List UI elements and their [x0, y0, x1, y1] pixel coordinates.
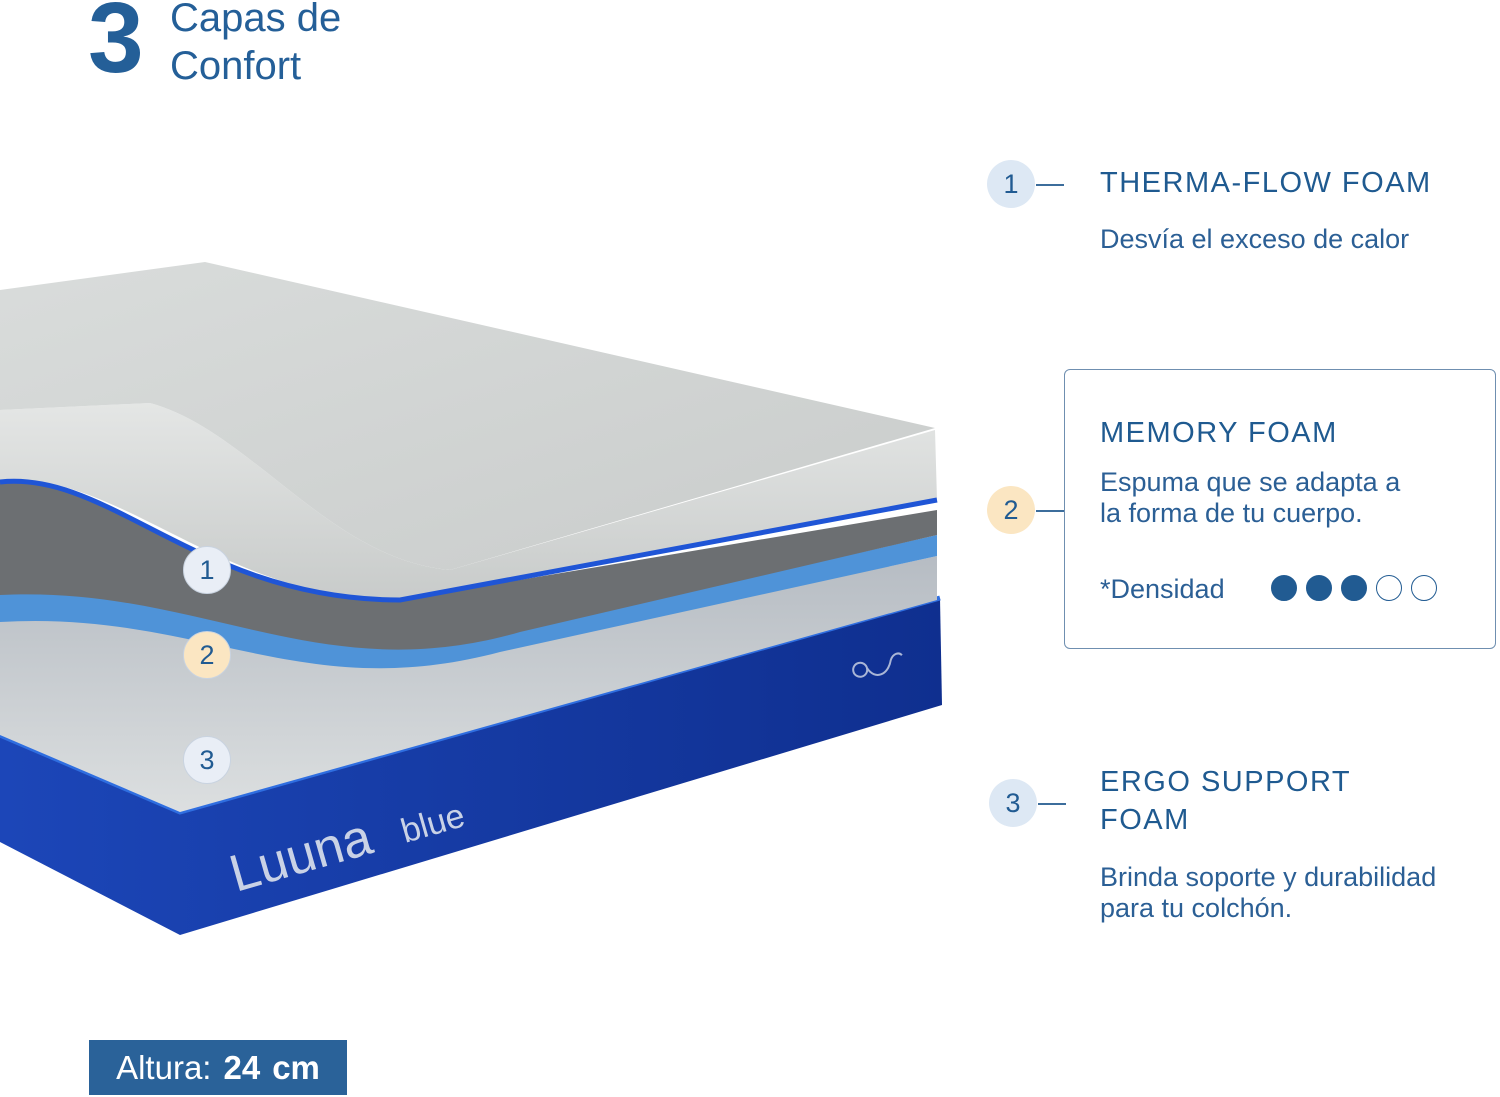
layer-number-2: 2	[987, 486, 1035, 534]
desc-line: la forma de tu cuerpo.	[1100, 498, 1363, 528]
base-layer	[0, 598, 942, 935]
height-label: Altura:	[116, 1048, 212, 1086]
layer-marker-1: 1	[183, 546, 231, 594]
density-label: *Densidad	[1100, 574, 1225, 604]
layer-2-name: MEMORY FOAM	[1100, 417, 1338, 449]
ergo-support-layer	[0, 556, 937, 812]
connector-line	[1038, 803, 1066, 805]
height-value: 24	[223, 1048, 261, 1086]
therma-flow-layer	[0, 481, 937, 650]
desc-line: Brinda soporte y durabilidad	[1100, 862, 1437, 892]
density-dot-filled	[1271, 575, 1297, 601]
top-slab-surface	[0, 262, 935, 570]
memory-foam-layer	[0, 535, 937, 669]
top-slab-front	[0, 403, 937, 600]
mattress-illustration: Luuna blue	[0, 262, 942, 935]
density-rating	[1271, 575, 1437, 601]
layer-1-description: Desvía el exceso de calor	[1100, 224, 1410, 254]
name-line: FOAM	[1100, 804, 1190, 836]
density-dot-empty	[1376, 575, 1402, 601]
connector-line	[1036, 184, 1064, 186]
density-dot-empty	[1411, 575, 1437, 601]
layer-number-3: 3	[989, 779, 1037, 827]
connector-line	[1036, 510, 1064, 512]
density-dot-filled	[1306, 575, 1332, 601]
blue-piping	[0, 478, 938, 603]
page-title: Capas de Confort	[170, 0, 341, 90]
emblem-icon	[852, 652, 903, 678]
height-unit: cm	[272, 1048, 320, 1086]
title-line-1: Capas de	[170, 0, 342, 40]
layer-2-description: Espuma que se adapta a la forma de tu cu…	[1100, 467, 1400, 529]
layer-marker-3: 3	[183, 736, 231, 784]
name-line: ERGO SUPPORT	[1100, 766, 1352, 798]
layer-3-name: ERGO SUPPORT FOAM	[1100, 763, 1351, 839]
layer-number-1: 1	[987, 160, 1035, 208]
density-dot-filled	[1341, 575, 1367, 601]
layer-3-description: Brinda soporte y durabilidad para tu col…	[1100, 862, 1436, 924]
height-badge: Altura: 24 cm	[89, 1040, 347, 1095]
layer-count: 3	[88, 0, 144, 94]
layer-marker-2: 2	[183, 631, 231, 679]
memory-foam-card	[1064, 369, 1496, 649]
desc-line: para tu colchón.	[1100, 893, 1293, 923]
desc-line: Espuma que se adapta a	[1100, 467, 1401, 497]
title-line-2: Confort	[170, 44, 302, 88]
layer-1-name: THERMA-FLOW FOAM	[1100, 167, 1432, 199]
